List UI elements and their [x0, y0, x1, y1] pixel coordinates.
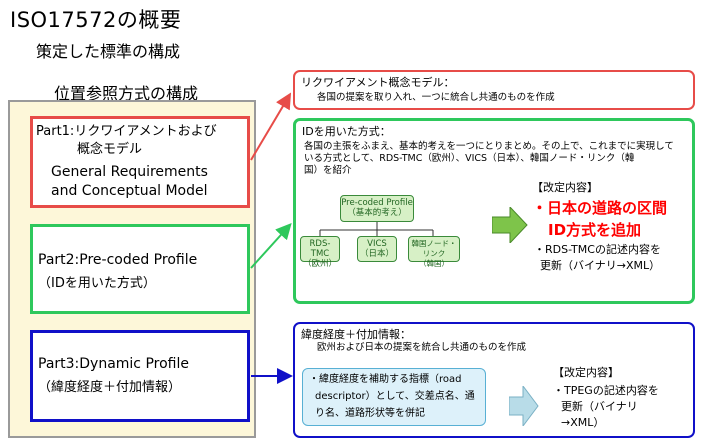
part3-label: Part3:Dynamic Profile — [38, 356, 189, 372]
page-subtitle: 策定した標準の構成 — [36, 42, 181, 61]
rds-tmc-node: RDS-TMC （欧州） — [300, 236, 340, 269]
road-descriptor-3: り名、道路形状等を併記 — [315, 408, 425, 419]
green-block-arrow — [492, 207, 528, 243]
road-descriptor-2: descriptor）として、交差点名、通 — [315, 391, 475, 402]
precoded-revision-heading: 【改定内容】 — [532, 181, 598, 194]
part2-box: Part2:Pre-coded Profile （IDを用いた方式） — [30, 224, 250, 314]
vics-node: VICS （日本） — [357, 236, 397, 262]
dynamic-box: 緯度経度＋付加情報： 欧州および日本の提案を統合し共通のものを作成 【改定内容】… — [293, 322, 695, 438]
page-title: ISO17572の概要 — [10, 8, 182, 32]
requirements-title: リクワイアメント概念モデル： — [301, 76, 455, 89]
profile-tree-lines — [319, 222, 434, 236]
dynamic-body: 欧州および日本の提案を統合し共通のものを作成 — [317, 342, 527, 353]
part1-english-2: and Conceptual Model — [51, 183, 208, 199]
dynamic-revision-heading: 【改定内容】 — [553, 366, 619, 379]
road-descriptor-box: ・緯度経度を補助する指標（road descriptor）として、交差点名、通 … — [302, 368, 486, 426]
precoded-profile-node: Pre-coded Profile （基本的考え） — [340, 195, 414, 222]
precoded-revision-1: ・RDS-TMCの記述内容を — [534, 243, 661, 256]
left-heading: 位置参照方式の構成 — [54, 84, 199, 103]
part1-box: Part1:リクワイアメントおよび 概念モデル General Requirem… — [30, 116, 250, 208]
precoded-body-3: 国）を紹介 — [304, 165, 352, 176]
dynamic-revision-1: ・TPEGの記述内容を — [553, 384, 659, 397]
part2-label-2: （IDを用いた方式） — [38, 276, 156, 291]
precoded-body-1: 各国の主張をふまえ、基本的考えを一つにとりまとめ。その上で、これまでに実現して — [304, 141, 674, 152]
part1-label-2: 概念モデル — [77, 142, 143, 157]
dynamic-revision-2: 更新（バイナリ — [561, 400, 638, 413]
precoded-body-2: いる方式として、RDS-TMC（欧州）、VICS（日本）、韓国ノード・リンク（韓 — [304, 153, 635, 164]
requirements-body: 各国の提案を取り入れ、一つに統合し共通のものを作成 — [317, 92, 555, 103]
part2-label: Part2:Pre-coded Profile — [38, 252, 198, 268]
dynamic-title: 緯度経度＋付加情報： — [301, 328, 411, 341]
precoded-title: IDを用いた方式： — [302, 125, 391, 138]
part1-english-1: General Requirements — [51, 164, 208, 180]
requirements-box: リクワイアメント概念モデル： 各国の提案を取り入れ、一つに統合し共通のものを作成 — [293, 70, 695, 110]
part2-arrow — [250, 223, 292, 269]
part3-label-2: （緯度経度＋付加情報） — [38, 380, 182, 395]
part1-label: Part1:リクワイアメントおよび — [36, 124, 217, 139]
precoded-revision-highlight-2: ID方式を追加 — [548, 221, 642, 239]
part1-arrow — [250, 92, 292, 161]
precoded-box: IDを用いた方式： 各国の主張をふまえ、基本的考えを一つにとりまとめ。その上で、… — [293, 118, 695, 304]
road-descriptor-1: ・緯度経度を補助する指標（road — [309, 374, 462, 385]
korea-node-link-node: 韓国ノード・リンク （韓国） — [408, 236, 460, 268]
dynamic-revision-3: →XML） — [561, 416, 605, 429]
precoded-revision-highlight-1: ・日本の道路の区間 — [532, 199, 668, 217]
blue-block-arrow — [509, 386, 539, 426]
precoded-revision-2: 更新（バイナリ→XML） — [540, 259, 661, 272]
part3-box: Part3:Dynamic Profile （緯度経度＋付加情報） — [30, 330, 250, 422]
